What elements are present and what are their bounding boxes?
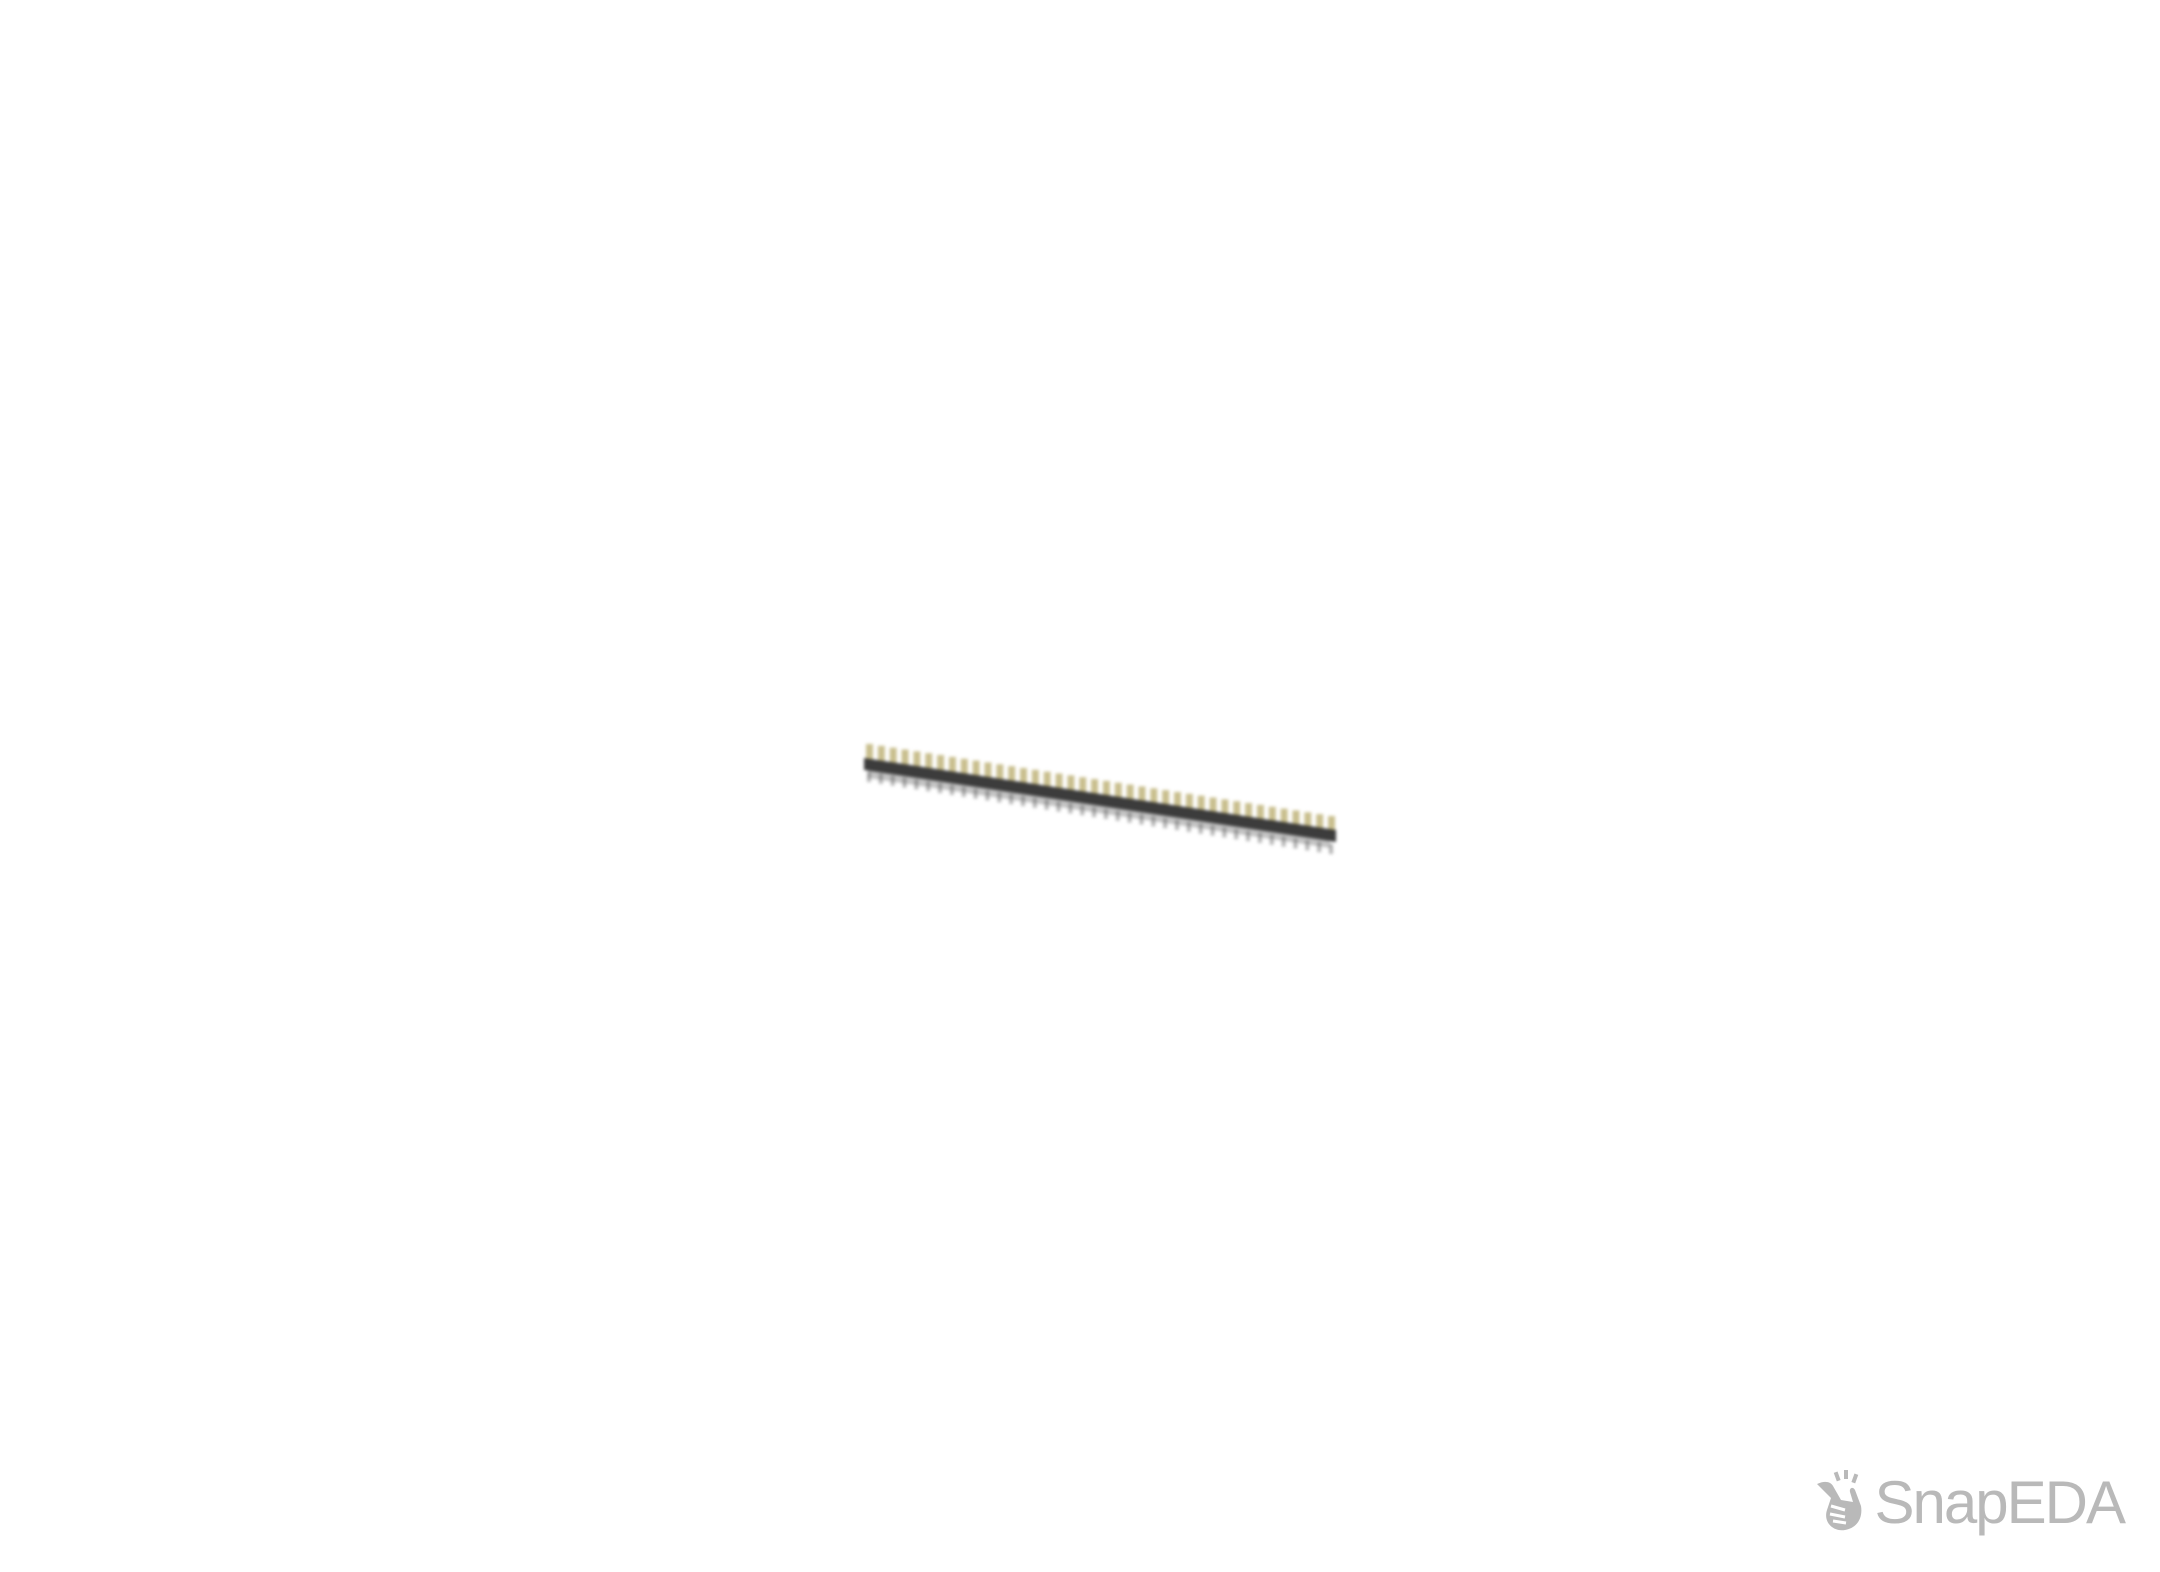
snapeda-watermark: SnapEDA	[1813, 1469, 2126, 1536]
brand-name: SnapEDA	[1874, 1469, 2126, 1536]
snap-fingers-icon	[1816, 1470, 1861, 1531]
pin-header-model[interactable]	[860, 720, 1340, 860]
pin-header-render	[864, 744, 1336, 854]
